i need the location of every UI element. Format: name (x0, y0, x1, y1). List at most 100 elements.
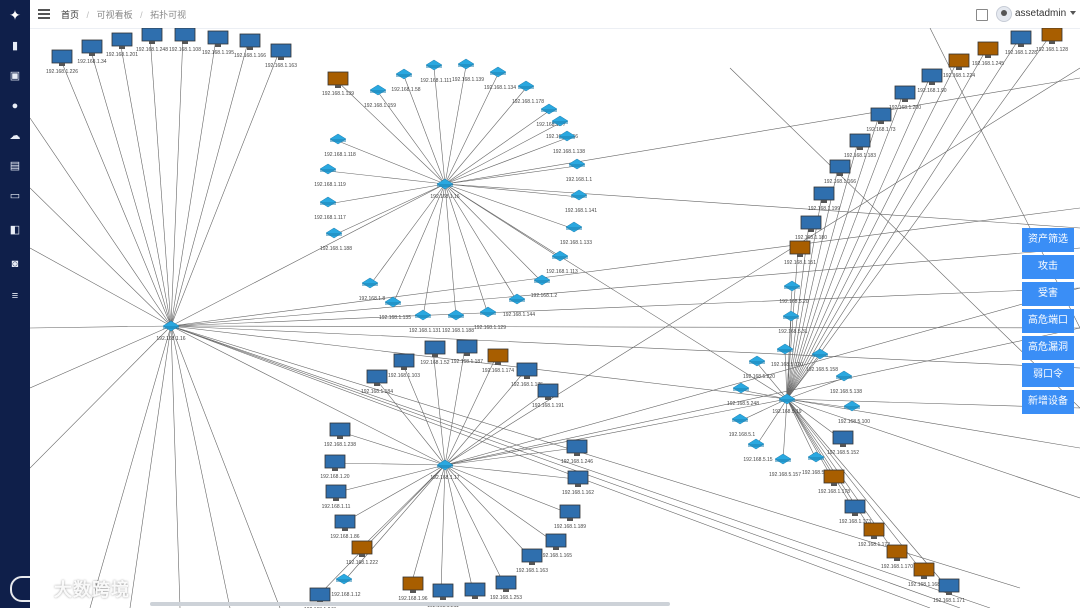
high-risk-vuln-button[interactable]: 高危漏洞 (1022, 336, 1074, 360)
switch-node[interactable]: 192.168.1.188 (442, 309, 474, 334)
camera-icon[interactable]: ◙ (11, 258, 19, 270)
attack-button[interactable]: 攻击 (1022, 255, 1074, 279)
github-icon[interactable]: ● (11, 100, 19, 112)
fullscreen-icon[interactable] (976, 9, 988, 21)
menu-toggle-icon[interactable] (38, 7, 50, 19)
switch-node[interactable]: 192.168.1.1 (566, 158, 593, 183)
switch-node[interactable]: 192.168.1.138 (553, 130, 585, 155)
alert-host-node[interactable]: 192.168.1.96 (398, 576, 428, 602)
switch-node[interactable]: 192.168.1.178 (512, 80, 544, 105)
switch-node[interactable]: 192.168.5.248 (727, 382, 759, 407)
switch-node[interactable]: 192.168.5.120 (771, 343, 803, 368)
host-node[interactable]: 192.168.1.86 (330, 514, 360, 540)
switch-node[interactable]: 192.168.1.135 (379, 296, 411, 321)
user-name[interactable]: assetadmin (1015, 8, 1067, 19)
host-node[interactable]: 192.168.1.189 (554, 504, 586, 530)
chart-bar-icon[interactable]: ▮ (11, 40, 19, 52)
alert-host-node[interactable]: 192.168.1.128 (1036, 28, 1068, 53)
alert-host-node[interactable]: 192.168.1.139 (322, 71, 354, 97)
switch-node[interactable]: 192.168.5.31 (778, 310, 808, 335)
host-node[interactable]: 192.168.1.171 (933, 578, 965, 604)
chevron-down-icon[interactable] (1070, 11, 1076, 15)
host-node[interactable]: 192.168.1.187 (451, 339, 483, 365)
hub-switch-node[interactable]: 192.168.1.17 (430, 459, 460, 481)
alert-host-node[interactable]: 192.168.1.178 (818, 469, 850, 495)
switch-node[interactable]: 192.168.1.188 (320, 227, 352, 252)
asset-filter-button[interactable]: 资产筛选 (1022, 228, 1074, 252)
hub-switch-node[interactable]: 192.168.5.19 (772, 393, 802, 415)
hub-switch-node[interactable]: 192.168.1.16 (156, 320, 186, 342)
host-node[interactable]: 192.168.1.226 (46, 49, 78, 75)
host-node[interactable]: 192.168.1.173 (839, 499, 871, 525)
switch-node[interactable]: 192.168.1.117 (314, 196, 346, 221)
switch-node[interactable]: 192.168.1.8 (359, 277, 386, 302)
switch-node[interactable]: 192.168.1.141 (565, 189, 597, 214)
switch-node[interactable]: 192.168.1.119 (314, 163, 346, 188)
alert-host-node[interactable]: 192.168.1.172 (858, 522, 890, 548)
switch-node[interactable]: 192.168.5.1 (729, 413, 756, 438)
host-node[interactable]: 192.168.1.20 (320, 454, 350, 480)
host-node[interactable]: 192.168.1.34 (77, 39, 107, 65)
host-node[interactable]: 192.168.1.166 (824, 159, 856, 185)
alert-host-node[interactable]: 192.168.1.222 (346, 540, 378, 566)
switch-node[interactable]: 192.168.1.159 (364, 84, 396, 109)
topology-graph[interactable]: 192.168.1.226192.168.1.34192.168.1.20119… (30, 28, 1080, 608)
switch-node[interactable]: 192.168.5.158 (806, 348, 838, 373)
host-node[interactable]: 192.168.1.165 (540, 533, 572, 559)
host-node[interactable]: 192.168.1.199 (808, 186, 840, 212)
weak-password-button[interactable]: 弱口令 (1022, 363, 1074, 387)
logo-icon[interactable]: ✦ (9, 7, 21, 23)
alert-host-node[interactable]: 192.168.1.170 (881, 544, 913, 570)
cloud-icon[interactable]: ☁ (9, 130, 21, 142)
switch-node[interactable]: 192.168.1.2 (531, 274, 558, 299)
switch-node[interactable]: 192.168.5.15 (743, 438, 773, 463)
host-node[interactable]: 192.168.1.108 (169, 28, 201, 53)
breadcrumb-dashboard[interactable]: 可视看板 (96, 10, 133, 20)
host-node[interactable]: 192.168.1.200 (889, 85, 921, 111)
switch-node[interactable]: 192.168.5.138 (830, 370, 862, 395)
host-node[interactable]: 192.168.1.191 (532, 383, 564, 409)
host-node[interactable]: 192.168.1.246 (561, 439, 593, 465)
switch-node[interactable]: 192.168.5.157 (769, 453, 801, 478)
switch-node[interactable]: 192.168.1.134 (484, 66, 516, 91)
screen-icon[interactable]: ▣ (9, 70, 21, 82)
switch-node[interactable]: 192.168.1.77 (536, 103, 566, 128)
victim-button[interactable]: 受害 (1022, 282, 1074, 306)
host-node[interactable]: 192.168.1.166 (234, 33, 266, 59)
switch-node[interactable]: 192.168.5.100 (838, 400, 870, 425)
alert-host-node[interactable]: 192.168.1.224 (943, 53, 975, 79)
alert-host-node[interactable]: 192.168.1.168 (908, 562, 940, 588)
host-node[interactable]: 192.168.1.238 (324, 422, 356, 448)
vehicle-icon[interactable]: ▤ (9, 160, 21, 172)
host-node[interactable]: 192.168.1.253 (490, 575, 522, 601)
host-node[interactable]: 192.168.1.163 (265, 43, 297, 69)
host-node[interactable]: 192.168.1.228 (1005, 30, 1037, 56)
horizontal-scrollbar[interactable] (150, 602, 670, 606)
new-device-button[interactable]: 新增设备 (1022, 390, 1074, 414)
host-node[interactable]: 192.168.1.73 (866, 107, 896, 133)
switch-node[interactable]: 192.168.5.20 (779, 280, 809, 305)
alert-host-node[interactable]: 192.168.1.174 (482, 348, 514, 374)
breadcrumb-home[interactable]: 首页 (61, 10, 80, 20)
alert-host-node[interactable]: 192.168.1.245 (972, 41, 1004, 67)
host-node[interactable]: 192.168.1.103 (388, 353, 420, 379)
host-node[interactable]: 192.168.1.184 (361, 369, 393, 395)
host-node[interactable]: 192.168.1.11 (322, 484, 351, 510)
switch-node[interactable]: 192.168.1.118 (324, 133, 356, 158)
host-node[interactable]: 192.168.1.52 (420, 340, 450, 366)
host-node[interactable]: 192.168.1.90 (917, 68, 947, 94)
book-icon[interactable]: ◧ (9, 224, 21, 236)
switch-node[interactable]: 192.168.1.144 (503, 293, 535, 318)
host-node[interactable]: 192.168.1.183 (844, 133, 876, 159)
switch-node[interactable]: 192.168.1.12 (331, 573, 361, 598)
monitor-icon[interactable]: ▭ (9, 190, 21, 202)
avatar[interactable] (996, 6, 1012, 22)
switch-node[interactable]: 192.168.5.220 (743, 355, 775, 380)
sliders-icon[interactable]: ≡ (11, 290, 19, 302)
switch-node[interactable]: 192.168.5.161 (802, 451, 834, 476)
host-node[interactable]: 192.168.1.162 (562, 470, 594, 496)
hub-switch-node[interactable]: 192.168.1.16 (430, 178, 460, 200)
switch-node[interactable]: 192.168.1.131 (409, 309, 441, 334)
host-node[interactable]: 192.168.1.163 (516, 548, 548, 574)
